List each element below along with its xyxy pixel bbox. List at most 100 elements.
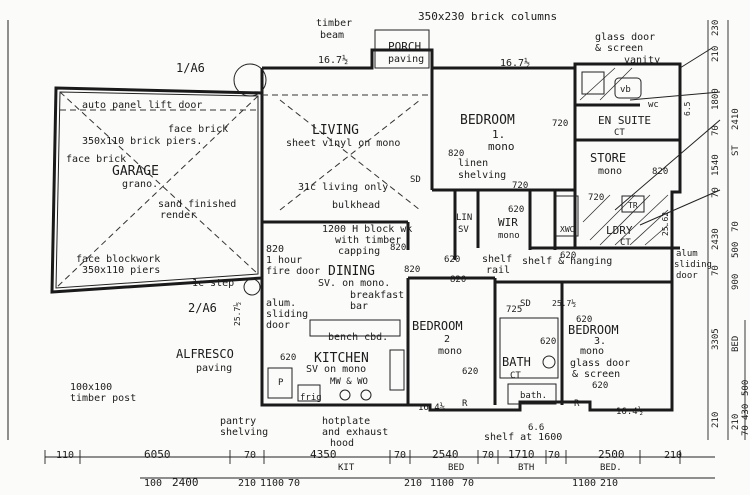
- alum-sliding-note-3: door: [676, 271, 698, 281]
- door-820-c: 820: [404, 265, 420, 275]
- door-820-y: 820: [390, 243, 406, 253]
- hotplate-note-2: and exhaust: [322, 427, 388, 438]
- bottom-dim-10: 2500: [598, 448, 625, 461]
- vanity-65-dim: 6.5: [683, 101, 692, 116]
- robe-1-label: R: [462, 399, 468, 409]
- breakfast-note-1: breakfast: [350, 290, 404, 301]
- right-dim-3: 1800: [711, 88, 721, 110]
- porch-floor-label: paving: [388, 54, 424, 65]
- right2-dim-1: 2410: [731, 108, 741, 130]
- blockwork-note-2: 350x110 piers: [82, 265, 160, 276]
- bath-fixture-label: bath.: [520, 391, 547, 401]
- vanity-basin-label: vb: [620, 85, 631, 95]
- fridge-note: frig: [300, 393, 322, 403]
- bedroom3-num: 3.: [594, 336, 606, 347]
- bed3-floor-note-1: mono: [580, 346, 604, 357]
- living-dash-lines: [261, 94, 430, 330]
- alfresco-floor-note: paving: [196, 363, 232, 374]
- bulkhead-note: bulkhead: [332, 200, 380, 211]
- pantry-note-2: shelving: [220, 427, 268, 438]
- auto-door-note: auto panel lift door: [82, 100, 202, 111]
- living-floor-note: sheet vinyl on mono: [286, 138, 400, 149]
- right-dim-7: 2430: [711, 228, 721, 250]
- dim-2562: 25.62: [661, 212, 670, 236]
- breakfast-note-2: bar: [350, 301, 368, 312]
- door-620-d: 620: [280, 353, 296, 363]
- right-dimension-col-2: 2410 ST 70 500 900 BED 210: [731, 108, 741, 430]
- block-wall-note-1: 1200 H block wk: [322, 224, 412, 235]
- columns-note: 350x230 brick columns: [418, 10, 557, 23]
- mw-wo-note: MW & WO: [330, 377, 368, 387]
- alum-door-note-1: alum.: [266, 298, 296, 309]
- bottom-dim-6: 2540: [432, 448, 459, 461]
- door-620-a: 620: [444, 255, 460, 265]
- door-720-b: 720: [512, 181, 528, 191]
- hotplate-note-3: hood: [330, 438, 354, 449]
- bottom-label-kit: KIT: [338, 463, 355, 473]
- wir-label: WIR: [498, 216, 518, 229]
- right-dim-5: 1540: [711, 154, 721, 176]
- bottom-dim-5: 70: [394, 450, 406, 461]
- slope-dim-a: 25.7½: [232, 302, 242, 326]
- leader-lines: [614, 47, 721, 226]
- timber-post-note-2: timber post: [70, 393, 136, 404]
- blockwork-note-1: face blockwork: [76, 254, 160, 265]
- store-floor: mono: [598, 166, 622, 177]
- lin-sv: SV: [458, 225, 469, 235]
- right-dim-6: 70: [711, 187, 721, 198]
- eave-bl-dim: 16.4½: [418, 402, 445, 413]
- bottom2-dim-3: 210: [238, 478, 256, 489]
- glass-door-note-1: glass door: [595, 32, 655, 43]
- bench-note: bench cbd.: [328, 332, 388, 343]
- bedroom1-num: 1.: [492, 128, 505, 141]
- alum-door-note-2: sliding: [266, 309, 308, 320]
- bottom2-dim-7: 1100: [430, 478, 454, 489]
- bottom-dim-3: 70: [244, 450, 256, 461]
- bottom-label-bed: BED: [448, 463, 464, 473]
- bottom-dimension-row-1: 110 6050 70 4350 70 2540 70 1710 70 2500…: [56, 448, 682, 461]
- door-720-c: 720: [588, 193, 604, 203]
- alum-door-note-3: door: [266, 320, 290, 331]
- shelf-rail-note-2: rail: [486, 265, 510, 276]
- dining-floor-note: SV. on mono.: [318, 278, 390, 289]
- bottom-dimension-lines: [44, 450, 715, 479]
- bed3-floor-note-2: glass door: [570, 358, 630, 369]
- bed3-floor-note-3: & screen: [572, 369, 620, 380]
- face-brick-note-2: face brick: [66, 154, 126, 165]
- bottom-dim-4: 4350: [310, 448, 337, 461]
- bottom-dim-7: 70: [482, 450, 494, 461]
- sand-render-note-1: sand finished: [158, 199, 236, 210]
- bedroom2-num: 2: [444, 334, 450, 345]
- bath-ct: CT: [510, 371, 521, 381]
- ref-1-a6: 1/A6: [176, 61, 205, 75]
- callout-circle-mid: [243, 278, 261, 296]
- alfresco-label: ALFRESCO: [176, 347, 234, 361]
- right2-dim-3: 70: [731, 221, 741, 232]
- pantry-note-1: pantry: [220, 416, 256, 427]
- bedroom1-label: BEDROOM: [460, 113, 515, 128]
- slope-dim-b: 25.7½: [552, 298, 576, 308]
- right3-dim-1: 500: [741, 380, 750, 396]
- alum-sliding-note-1: alum: [676, 249, 698, 259]
- bottom2-dim-6: 210: [404, 478, 422, 489]
- dining-label: DINING: [328, 264, 375, 279]
- shelf-rail-note-1: shelf: [482, 254, 512, 265]
- timber-beam-note-1: timber: [316, 18, 352, 29]
- fire-door-note-1: 820: [266, 244, 284, 255]
- hatched-areas: [579, 67, 669, 246]
- right3-dim-3: 70: [741, 425, 750, 436]
- robe-2-label: R: [574, 399, 580, 409]
- bedroom2-floor: mono: [438, 346, 462, 357]
- right-dim-2: 210: [711, 46, 721, 62]
- alum-sliding-note-2: sliding: [674, 260, 712, 270]
- right2-dim-5: 900: [731, 274, 741, 290]
- smoke-detector-2: SD: [520, 299, 531, 309]
- right2-dim-4: 500: [731, 242, 741, 258]
- ldry-label: LDRY: [606, 224, 633, 237]
- door-620-f: 620: [540, 337, 556, 347]
- right-dimension-col-1: 230 210 1800 70 1540 70 2430 70 3305 210: [711, 20, 721, 428]
- glass-door-note-2: & screen: [595, 43, 643, 54]
- garage-floor: grano.: [122, 179, 158, 190]
- garage-label: GARAGE: [112, 164, 159, 179]
- eave-left-dim: 16.7½: [318, 54, 348, 66]
